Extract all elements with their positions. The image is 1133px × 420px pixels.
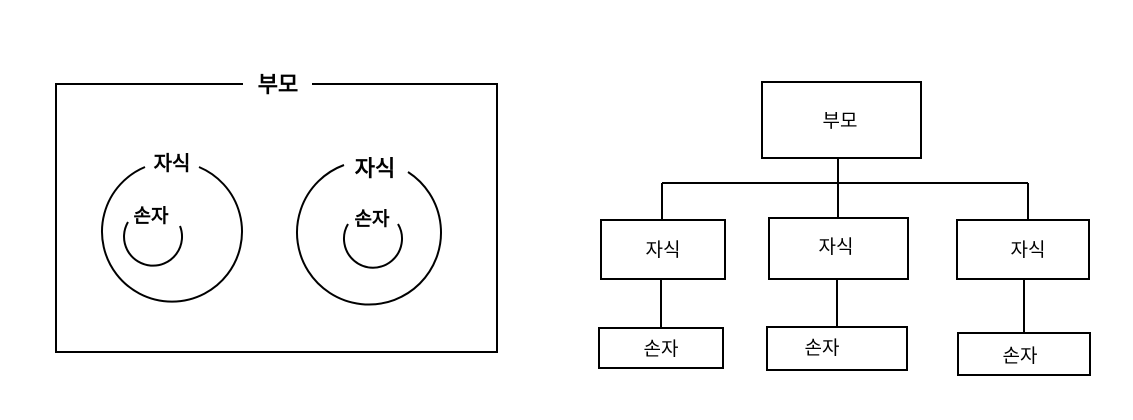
parent-boundary [55,83,498,353]
grandchild-circle [343,223,403,269]
node-label: 자식 [646,239,681,261]
node-label: 자식 [819,236,854,258]
node-box [598,327,724,369]
child-group-1: 자식 손자 [101,151,243,303]
node-box [956,219,1090,280]
node-label: 자식 [1011,239,1046,261]
child-circle [101,166,243,303]
node-label: 부모 [823,110,858,132]
node-label: 손자 [1003,345,1038,367]
grandchild-label: 손자 [355,208,390,230]
child-group-2: 자식 손자 [296,157,442,306]
child-label: 자식 [355,157,395,182]
tree-child-node-2: 자식 [768,217,909,280]
node-box [768,217,909,280]
node-box [957,332,1091,376]
node-box [600,219,726,280]
node-label: 손자 [805,337,840,359]
tree-grandchild-node-2: 손자 [766,326,908,371]
tree-grandchild-node-3: 손자 [957,332,1091,376]
containment-diagram: 부모 자식 손자 자식 손자 [55,73,498,353]
tree-grandchild-node-1: 손자 [598,327,724,369]
tree-root-node: 부모 [761,81,922,159]
grandchild-circle [123,221,183,267]
tree-connectors [660,158,1029,333]
node-box [761,81,922,159]
grandchild-label: 손자 [134,205,169,227]
child-label: 자식 [154,151,191,175]
tree-child-node-1: 자식 [600,219,726,280]
tree-diagram: 부모 자식 자식 자식 손자 손자 손자 [598,81,1091,376]
tree-child-node-3: 자식 [956,219,1090,280]
node-box [766,326,908,371]
node-label: 손자 [644,338,679,360]
parent-label: 부모 [258,73,298,98]
child-circle [296,164,442,306]
